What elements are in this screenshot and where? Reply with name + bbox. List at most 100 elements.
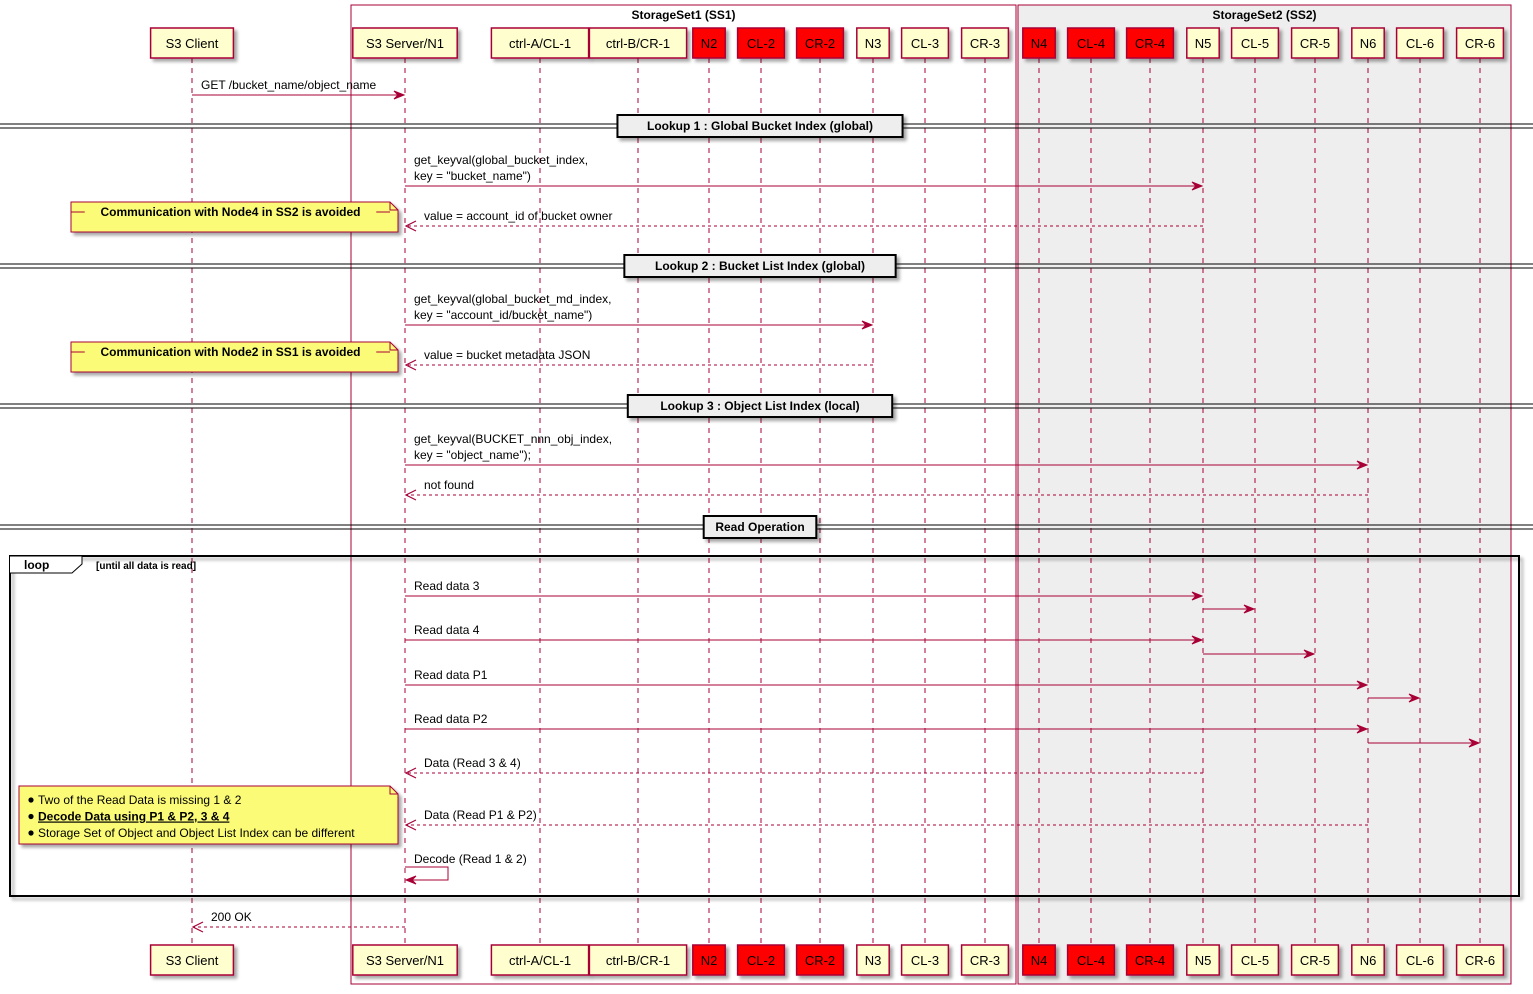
note-fold bbox=[389, 202, 398, 211]
participant-box bbox=[856, 27, 890, 59]
message-read-data-p1: Read data P1 bbox=[405, 668, 1369, 690]
message-ok-200: 200 OK bbox=[191, 910, 405, 933]
message-read-data-p2: Read data P2 bbox=[405, 712, 1369, 734]
participant-cl4-top: CL-4 bbox=[1066, 27, 1116, 59]
note-text: Communication with Node4 in SS2 is avoid… bbox=[100, 205, 360, 219]
divider-label: Lookup 3 : Object List Index (local) bbox=[660, 399, 859, 413]
participant-client-bottom: S3 Client bbox=[149, 944, 235, 976]
participant-label: CL-5 bbox=[1241, 36, 1269, 51]
participant-cr3-bottom: CR-3 bbox=[960, 944, 1010, 976]
note-body bbox=[18, 785, 399, 845]
participant-box bbox=[692, 944, 726, 976]
divider-lookup2: Lookup 2 : Bucket List Index (global) bbox=[0, 254, 1533, 278]
message-arrowhead bbox=[1356, 460, 1369, 470]
message-data-p1p2: Data (Read P1 & P2) bbox=[404, 808, 1368, 831]
participant-cl5-top: CL-5 bbox=[1230, 27, 1280, 59]
participant-label: S3 Client bbox=[166, 36, 219, 51]
message-arrowhead bbox=[1356, 724, 1369, 734]
note-text: Decode Data using P1 & P2, 3 & 4 bbox=[38, 810, 230, 824]
note-body bbox=[70, 201, 399, 233]
participant-box bbox=[1066, 944, 1116, 976]
participant-label: N5 bbox=[1195, 953, 1212, 968]
message-arrowhead bbox=[393, 90, 406, 100]
participant-label: CR-6 bbox=[1465, 953, 1495, 968]
participant-box bbox=[900, 27, 950, 59]
participant-label: S3 Client bbox=[166, 953, 219, 968]
message-reply-2: value = bucket metadata JSON bbox=[404, 348, 873, 371]
participant-label: CR-2 bbox=[805, 36, 835, 51]
divider-label-box bbox=[616, 114, 904, 138]
participant-label: CL-3 bbox=[911, 36, 939, 51]
participant-box bbox=[736, 944, 786, 976]
participant-label: CL-3 bbox=[911, 953, 939, 968]
divider-label: Lookup 2 : Bucket List Index (global) bbox=[655, 259, 865, 273]
participant-box bbox=[960, 27, 1010, 59]
participant-box bbox=[149, 27, 235, 59]
divider-label-box bbox=[623, 254, 897, 278]
message-label: Read data 4 bbox=[414, 623, 480, 637]
participant-label: N3 bbox=[865, 953, 882, 968]
participant-n1-bottom: S3 Server/N1 bbox=[352, 944, 458, 976]
participant-cr1-bottom: ctrl-B/CR-1 bbox=[588, 944, 688, 976]
participant-box bbox=[1066, 27, 1116, 59]
participant-label: CL-6 bbox=[1406, 36, 1434, 51]
participant-label: CR-2 bbox=[805, 953, 835, 968]
note-bullet bbox=[28, 797, 34, 803]
participant-label: N6 bbox=[1360, 36, 1377, 51]
participant-cr5-top: CR-5 bbox=[1290, 27, 1340, 59]
participant-box bbox=[1022, 944, 1056, 976]
message-label: value = account_id of bucket owner bbox=[424, 209, 612, 223]
participant-cl1-bottom: ctrl-A/CL-1 bbox=[490, 944, 590, 976]
participant-box bbox=[795, 27, 845, 59]
message-read-data-4: Read data 4 bbox=[405, 623, 1204, 645]
participant-box bbox=[490, 27, 590, 59]
note-text: Two of the Read Data is missing 1 & 2 bbox=[38, 793, 242, 807]
participant-box bbox=[1455, 27, 1505, 59]
message-arrowhead bbox=[1408, 693, 1421, 703]
participant-label: ctrl-B/CR-1 bbox=[606, 953, 670, 968]
message-label: Read data P2 bbox=[414, 712, 488, 726]
participant-n5-top: N5 bbox=[1186, 27, 1220, 59]
loop-tab bbox=[10, 555, 83, 574]
participant-label: ctrl-A/CL-1 bbox=[509, 36, 571, 51]
message-arrowhead bbox=[1243, 604, 1256, 614]
message-label: not found bbox=[424, 478, 474, 492]
participant-label: CR-6 bbox=[1465, 36, 1495, 51]
participant-box bbox=[1395, 27, 1445, 59]
participant-cr5-bottom: CR-5 bbox=[1290, 944, 1340, 976]
participant-cl6-bottom: CL-6 bbox=[1395, 944, 1445, 976]
divider-label: Read Operation bbox=[715, 520, 804, 534]
divider-label: Lookup 1 : Global Bucket Index (global) bbox=[647, 119, 873, 133]
divider-label-box bbox=[626, 394, 894, 418]
message-label: get_keyval(global_bucket_md_index, bbox=[414, 292, 611, 306]
note-body bbox=[70, 341, 399, 373]
message-label: value = bucket metadata JSON bbox=[424, 348, 590, 362]
participant-label: CR-3 bbox=[970, 36, 1000, 51]
participant-n4-top: N4 bbox=[1022, 27, 1056, 59]
note-fold bbox=[389, 342, 398, 351]
participant-label: CL-4 bbox=[1077, 36, 1105, 51]
participant-box bbox=[795, 944, 845, 976]
message-label: get_keyval(BUCKET_nnn_obj_index, bbox=[414, 432, 612, 446]
participant-box bbox=[856, 944, 890, 976]
storage-set-title: StorageSet2 (SS2) bbox=[1212, 8, 1316, 22]
note-node4: Communication with Node4 in SS2 is avoid… bbox=[70, 201, 399, 233]
participant-n2-bottom: N2 bbox=[692, 944, 726, 976]
participant-label: ctrl-B/CR-1 bbox=[606, 36, 670, 51]
participant-client-top: S3 Client bbox=[149, 27, 235, 59]
participant-label: N6 bbox=[1360, 953, 1377, 968]
participant-label: CR-5 bbox=[1300, 953, 1330, 968]
note-fold bbox=[389, 786, 398, 795]
message-reply-3: not found bbox=[404, 478, 1368, 501]
participant-cl4-bottom: CL-4 bbox=[1066, 944, 1116, 976]
participant-label: N3 bbox=[865, 36, 882, 51]
participant-box bbox=[490, 944, 590, 976]
participant-label: CR-4 bbox=[1135, 953, 1165, 968]
storage-set-title: StorageSet1 (SS1) bbox=[631, 8, 735, 22]
message-label: Read data P1 bbox=[414, 668, 488, 682]
loop-keyword: loop bbox=[24, 558, 49, 572]
message-arrowhead bbox=[404, 220, 417, 232]
loop-condition: [until all data is read] bbox=[96, 561, 196, 572]
participant-n3-bottom: N3 bbox=[856, 944, 890, 976]
